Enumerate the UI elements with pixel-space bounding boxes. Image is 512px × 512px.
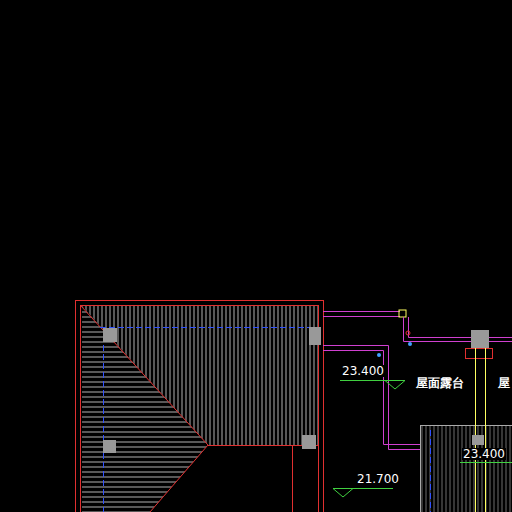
elevation-number: 21.700: [356, 473, 400, 485]
area-label: 屋面露台: [415, 377, 465, 389]
elevation-number: 23.400: [462, 448, 506, 460]
elevation-number: 23.400: [341, 365, 385, 377]
area-label: 屋: [497, 377, 511, 389]
